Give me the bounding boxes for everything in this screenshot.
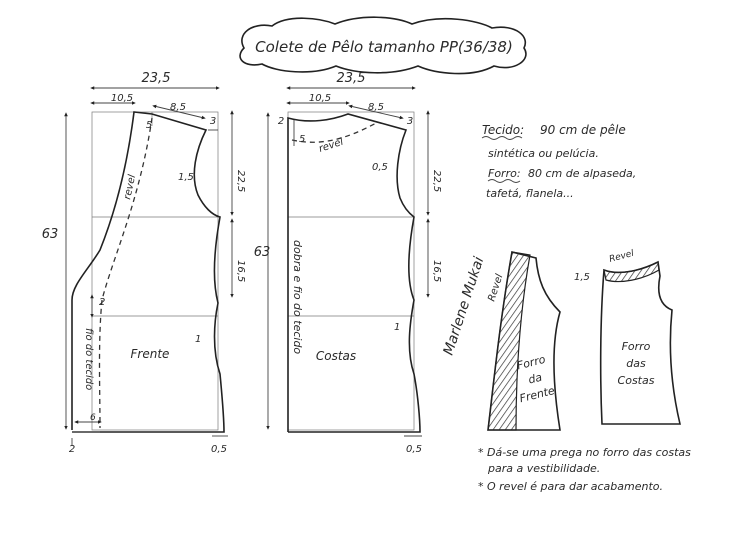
front-waist-in-label: 1 bbox=[195, 334, 201, 345]
front-width-label: 23,5 bbox=[142, 71, 171, 86]
lining-back-line1: Forro bbox=[622, 340, 651, 353]
front-hem-out-label: 0,5 bbox=[211, 444, 227, 455]
back-hem-out-label: 0,5 bbox=[406, 444, 422, 455]
front-revel-label: revel bbox=[122, 174, 138, 201]
forro-line2: tafetá, flanela... bbox=[486, 187, 574, 200]
back-revel-depth-label: 5 bbox=[299, 134, 305, 145]
back-armhole-depth-label: 22,5 bbox=[431, 170, 442, 192]
front-piece-label: Frente bbox=[131, 347, 170, 361]
lining-front-line1: Forro bbox=[516, 353, 547, 373]
front-shoulder-label: 8,5 bbox=[170, 102, 186, 113]
front-neck-depth-label: 5 bbox=[146, 120, 152, 131]
back-shoulder-label: 8,5 bbox=[368, 102, 384, 113]
tecido-underline bbox=[481, 136, 523, 140]
front-armhole-depth-label: 22,5 bbox=[235, 170, 246, 192]
front-dimensions bbox=[64, 86, 234, 446]
forro-underline bbox=[487, 179, 521, 183]
lining-front-line2: da bbox=[527, 371, 544, 387]
lining-back-revel-label: Revel bbox=[608, 249, 635, 265]
front-armhole-curve-label: 1,5 bbox=[178, 172, 194, 183]
back-neck-depth-label: 2 bbox=[278, 116, 284, 127]
front-facing-width-label: 6 bbox=[90, 413, 96, 423]
tecido-label: Tecido: bbox=[482, 123, 524, 137]
lining-back-line2: das bbox=[626, 357, 646, 370]
forro-line1: 80 cm de alpaseda, bbox=[528, 167, 636, 180]
back-total-length-label: 63 bbox=[254, 245, 271, 260]
lining-back-piece bbox=[599, 260, 682, 425]
tecido-line1: 90 cm de pêle bbox=[540, 123, 626, 137]
footnote-line1: * Dá-se uma prega no forro das costas bbox=[478, 446, 691, 459]
front-neck-width-label: 10,5 bbox=[111, 93, 133, 104]
front-total-length-label: 63 bbox=[42, 227, 59, 242]
signature: Marlene Mukai bbox=[441, 255, 488, 357]
lining-front-piece bbox=[487, 251, 561, 431]
back-neck-width-label: 10,5 bbox=[309, 93, 331, 104]
front-dart-offset-label: 2 bbox=[99, 297, 105, 308]
lining-front-revel-label: Revel bbox=[486, 273, 505, 303]
footnote-line3: * O revel é para dar acabamento. bbox=[478, 480, 663, 493]
footnote-line2: para a vestibilidade. bbox=[487, 462, 600, 475]
lining-front-line3: Frente bbox=[518, 384, 556, 405]
lining-back-line3: Costas bbox=[618, 374, 655, 387]
back-width-label: 23,5 bbox=[337, 71, 366, 86]
back-side-length-label: 16,5 bbox=[431, 260, 442, 282]
back-waist-in-label: 1 bbox=[394, 322, 400, 333]
front-grain-label: fio do tecido bbox=[83, 328, 94, 390]
front-side-length-label: 16,5 bbox=[235, 260, 246, 282]
back-shoulder-drop-label: 3 bbox=[407, 116, 413, 127]
lining-back-offset-label: 1,5 bbox=[574, 272, 590, 283]
back-fold-label: dobra e fio do tecido bbox=[291, 240, 304, 354]
front-ext-label: 2 bbox=[69, 444, 75, 455]
page-title: Colete de Pêlo tamanho PP(36/38) bbox=[255, 38, 513, 56]
back-armhole-curve-label: 0,5 bbox=[372, 162, 388, 173]
back-revel-label: revel bbox=[318, 137, 345, 155]
back-piece-label: Costas bbox=[316, 349, 356, 363]
back-piece bbox=[287, 111, 421, 433]
title-bubble bbox=[239, 16, 527, 75]
front-shoulder-drop-label: 3 bbox=[210, 116, 216, 127]
forro-label: Forro: bbox=[488, 167, 521, 180]
tecido-line2: sintética ou pelúcia. bbox=[488, 147, 599, 160]
back-dimensions bbox=[266, 86, 430, 437]
